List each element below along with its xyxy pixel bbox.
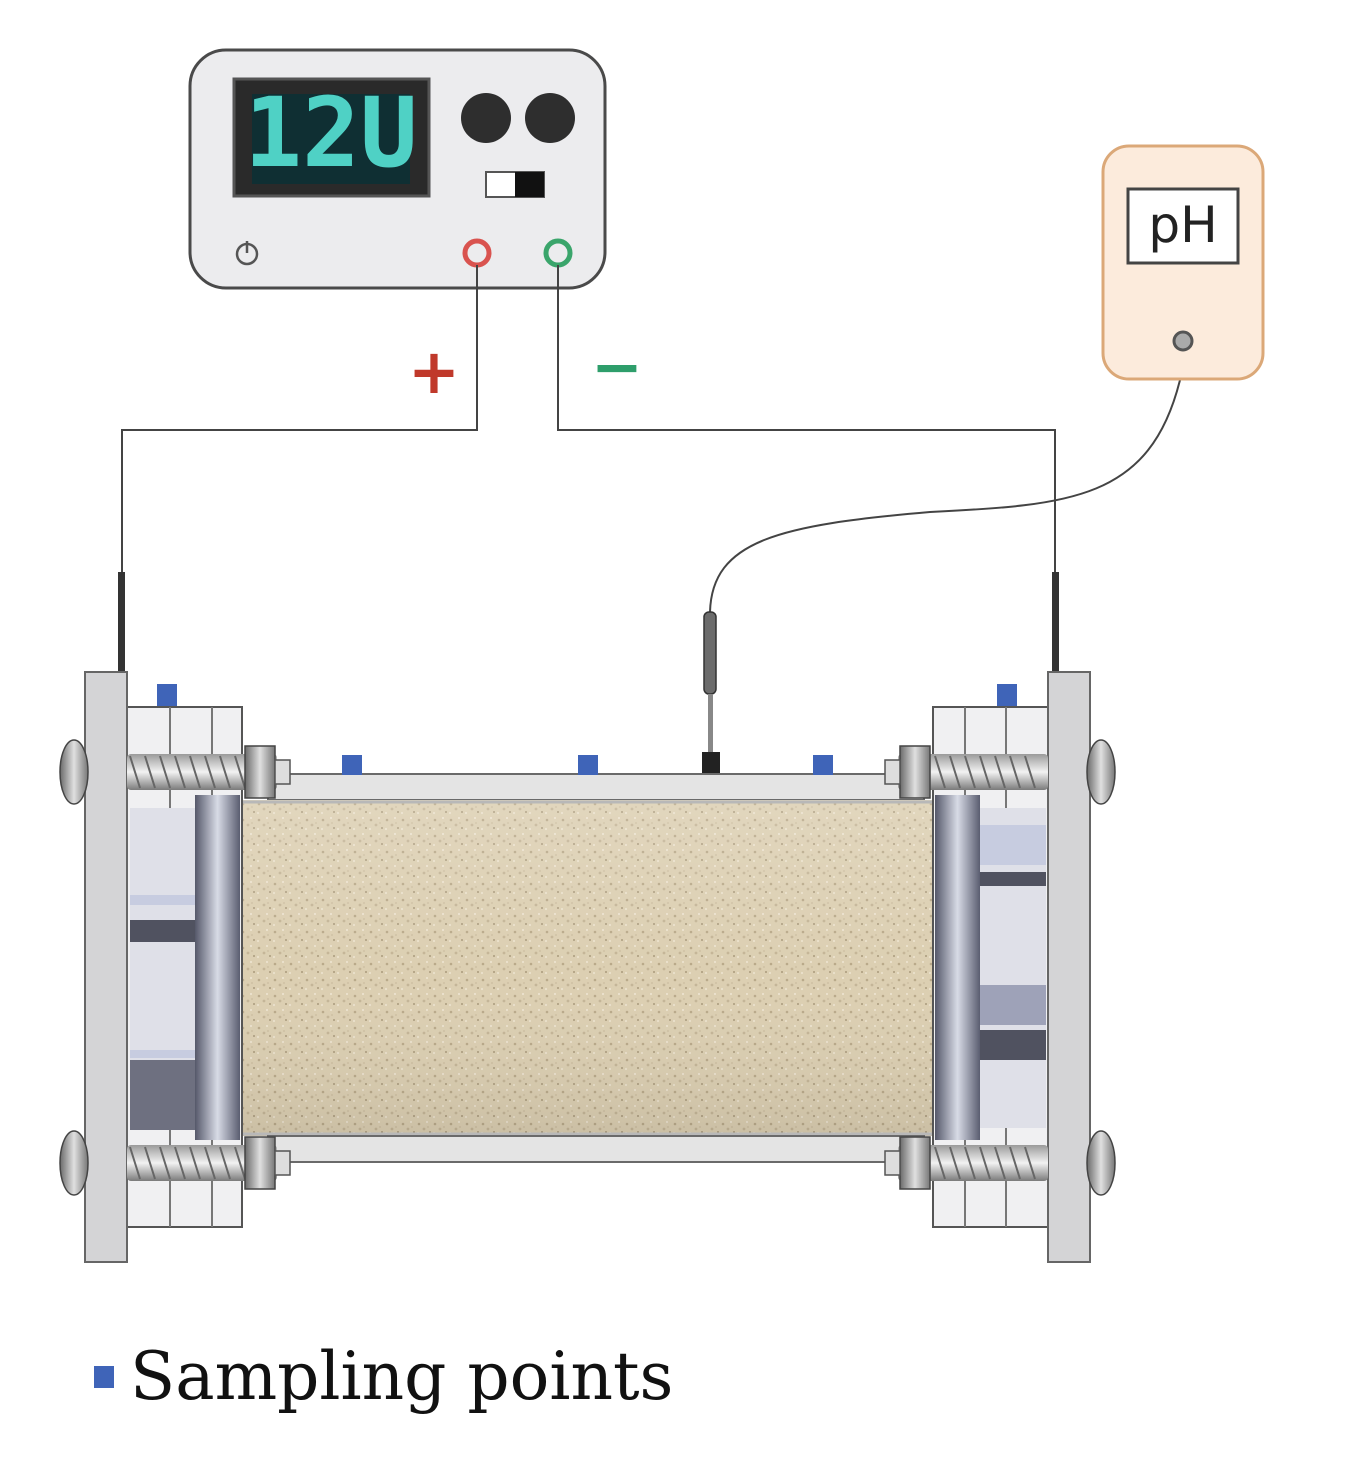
right-lower-bolt xyxy=(898,1145,1048,1181)
left-upper-bolt xyxy=(127,754,277,790)
column-bottom-wall xyxy=(267,1135,925,1163)
adjust-knob-left[interactable] xyxy=(461,93,511,143)
sampling-point-1 xyxy=(157,684,177,706)
power-supply: 12U xyxy=(188,48,607,290)
adjust-knob-right[interactable] xyxy=(525,93,575,143)
negative-wire xyxy=(557,265,1056,575)
left-electrode-plate xyxy=(84,671,128,1263)
left-gasket-ring xyxy=(195,795,240,1140)
right-upper-bolt xyxy=(898,754,1048,790)
ph-meter-label: pH xyxy=(1148,196,1217,254)
legend: Sampling points xyxy=(94,1338,673,1415)
sampling-point-4 xyxy=(813,755,833,775)
column-top-wall xyxy=(267,773,925,801)
right-gasket-ring xyxy=(935,795,980,1140)
sampling-point-3 xyxy=(578,755,598,775)
left-lower-bolt xyxy=(127,1145,277,1181)
ph-meter-screen xyxy=(1126,187,1240,265)
cathode-lead xyxy=(1052,572,1059,674)
ph-meter: pH xyxy=(1101,144,1265,381)
voltage-display-value: 12U xyxy=(244,77,417,189)
legend-marker xyxy=(94,1366,114,1388)
negative-sign: − xyxy=(591,330,643,403)
legend-label: Sampling points xyxy=(130,1338,673,1415)
positive-sign: + xyxy=(408,335,460,408)
sampling-point-5 xyxy=(997,684,1017,706)
sampling-point-2 xyxy=(342,755,362,775)
ph-meter-port xyxy=(1172,330,1194,352)
mode-switch[interactable] xyxy=(485,171,545,198)
right-end-cap xyxy=(884,671,1116,1263)
sampling-points xyxy=(157,684,1017,775)
ph-probe xyxy=(702,611,720,774)
positive-wire xyxy=(121,265,478,575)
right-electrode-plate xyxy=(1047,671,1091,1263)
anode-lead xyxy=(118,572,125,674)
ph-probe-cable xyxy=(709,379,1181,613)
left-end-cap xyxy=(59,671,291,1263)
voltage-display-screen xyxy=(252,94,410,184)
power-icon[interactable] xyxy=(235,241,259,266)
soil-column xyxy=(240,773,935,1163)
